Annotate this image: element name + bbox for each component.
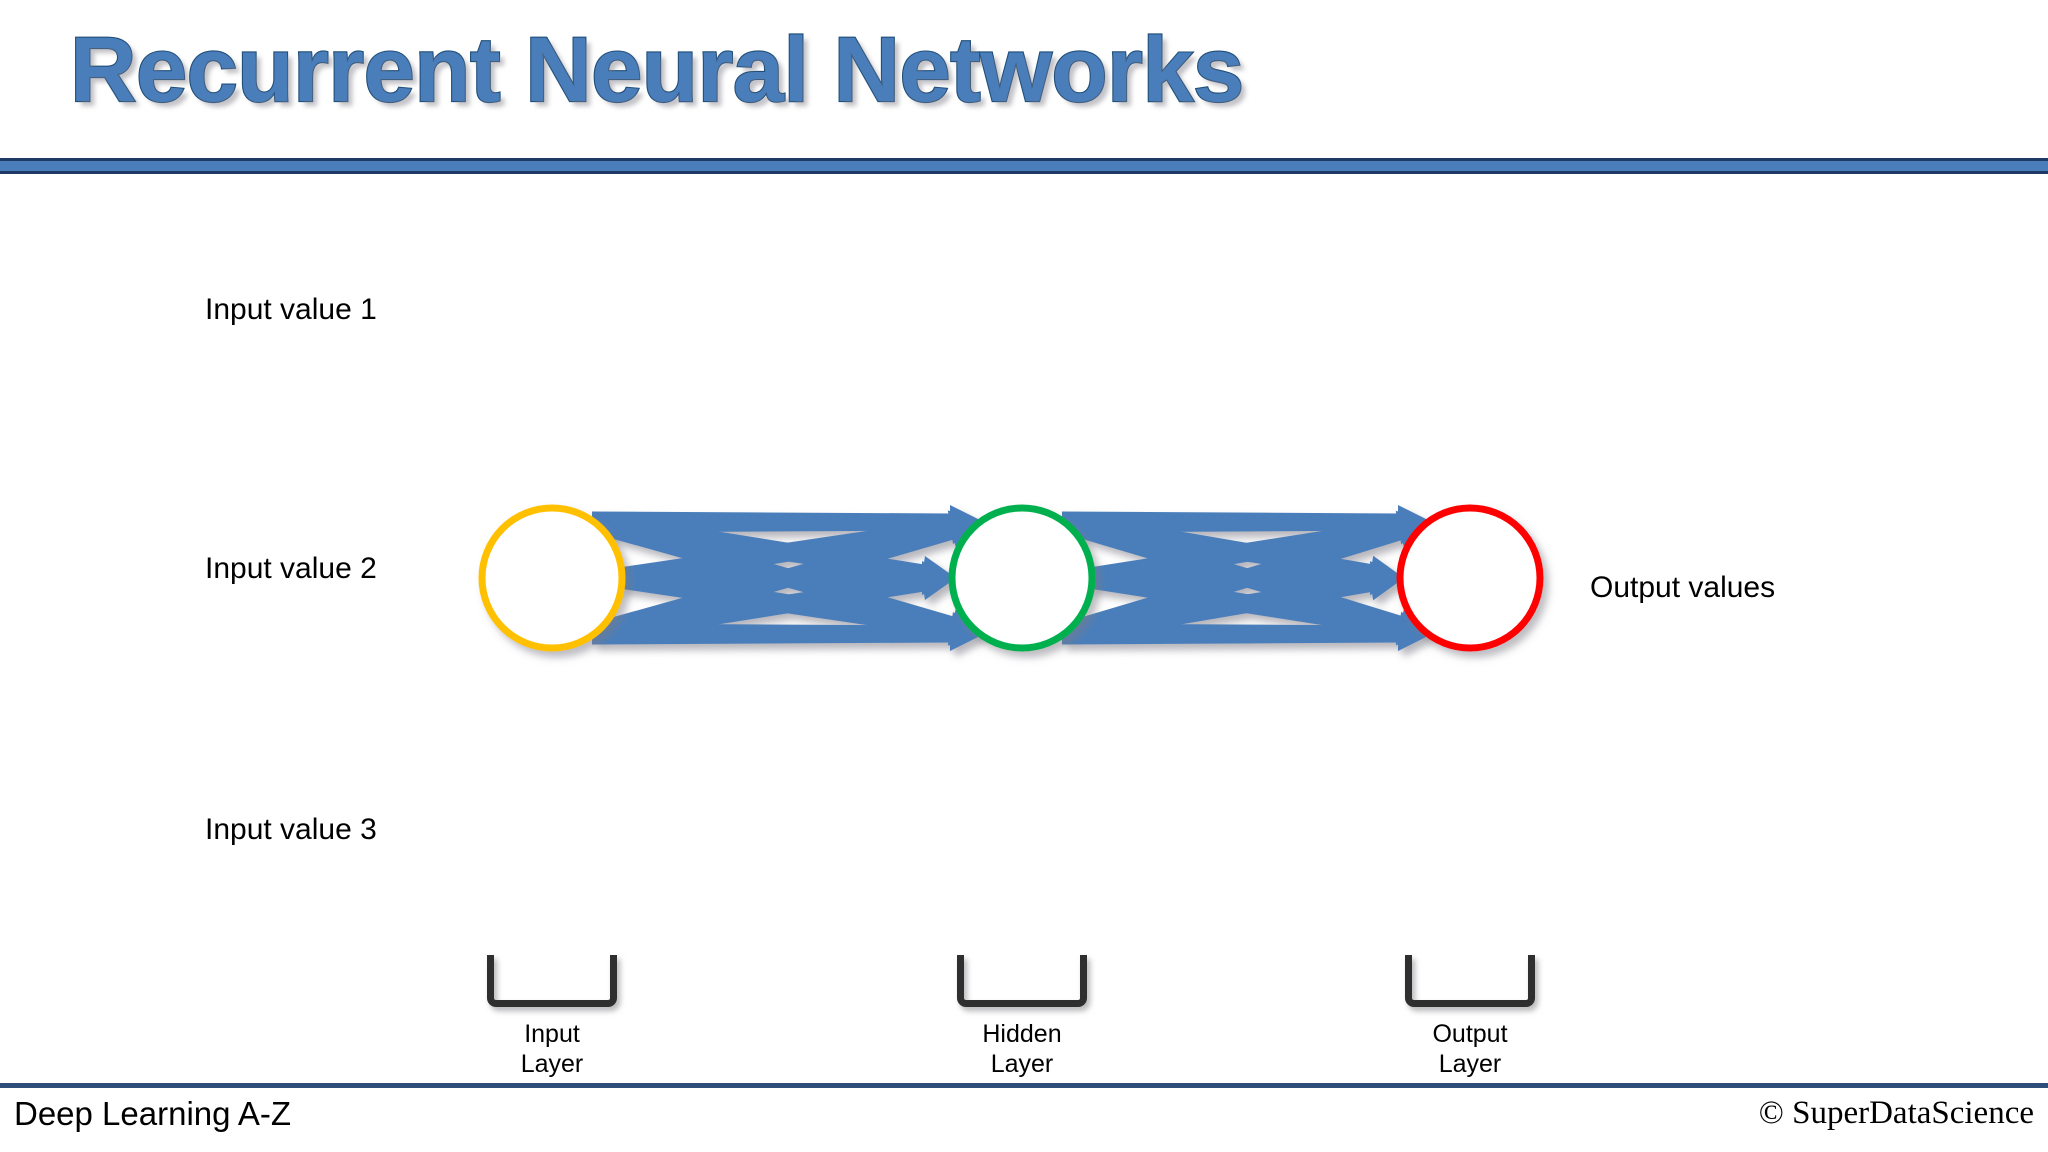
input-value-2-label: Input value 2 [205, 552, 377, 585]
output-layer-caption-line2: Layer [1438, 1050, 1502, 1078]
neuron-group [478, 504, 1544, 652]
synapse-arrow [1088, 510, 1432, 589]
synapse-group [589, 505, 1432, 651]
footer-copyright: © SuperDataScience [1758, 1095, 2034, 1131]
synapse-arrow [620, 561, 956, 595]
output-values-label: Output values [1590, 571, 1776, 604]
synapse-arrow [1062, 505, 1432, 539]
synapse-arrow [618, 567, 984, 646]
synapse-arrow [589, 514, 984, 645]
synapse-arrow [618, 510, 984, 589]
input-neuron [478, 504, 626, 652]
input-layer-bracket-icon [487, 955, 617, 1007]
synapse-arrow [1058, 515, 1432, 645]
synapse-arrow [1062, 617, 1432, 651]
synapse-arrow [592, 617, 984, 651]
hidden-layer-caption: Hidden Layer [892, 1019, 1152, 1079]
hidden-layer-group: Hidden Layer [892, 955, 1152, 1079]
output-layer-caption-line1: Output [1432, 1020, 1508, 1048]
input-layer-caption-line1: Input [524, 1020, 580, 1048]
synapse-arrow [592, 505, 984, 539]
footer-divider [0, 1083, 2048, 1088]
output-layer-bracket-icon [1405, 955, 1535, 1007]
synapse-arrow [1088, 567, 1432, 646]
output-neuron [1396, 504, 1544, 652]
synapse-arrow [589, 511, 984, 642]
input-value-3-label: Input value 3 [205, 813, 377, 846]
hidden-layer-caption-line2: Layer [990, 1050, 1054, 1078]
input-value-1-label: Input value 1 [205, 293, 377, 326]
synapse-arrow [1060, 566, 1404, 645]
hidden-neuron [948, 504, 1096, 652]
title-divider [0, 158, 2048, 174]
synapse-arrow [590, 566, 956, 645]
synapse-arrow [1060, 511, 1404, 590]
synapse-arrow [1058, 511, 1432, 641]
output-layer-group: Output Layer [1340, 955, 1600, 1079]
hidden-layer-bracket-icon [957, 955, 1087, 1007]
input-layer-caption-line2: Layer [520, 1050, 584, 1078]
footer-course-name: Deep Learning A-Z [14, 1095, 292, 1132]
page-title: Recurrent Neural Networks [69, 18, 1245, 122]
title-area: Recurrent Neural Networks [0, 0, 2048, 158]
output-layer-caption: Output Layer [1340, 1019, 1600, 1079]
input-layer-group: Input Layer [422, 955, 682, 1079]
synapse-arrow [1090, 561, 1404, 595]
hidden-layer-caption-line1: Hidden [982, 1020, 1062, 1048]
synapse-arrow [590, 511, 956, 590]
input-layer-caption: Input Layer [422, 1019, 682, 1079]
